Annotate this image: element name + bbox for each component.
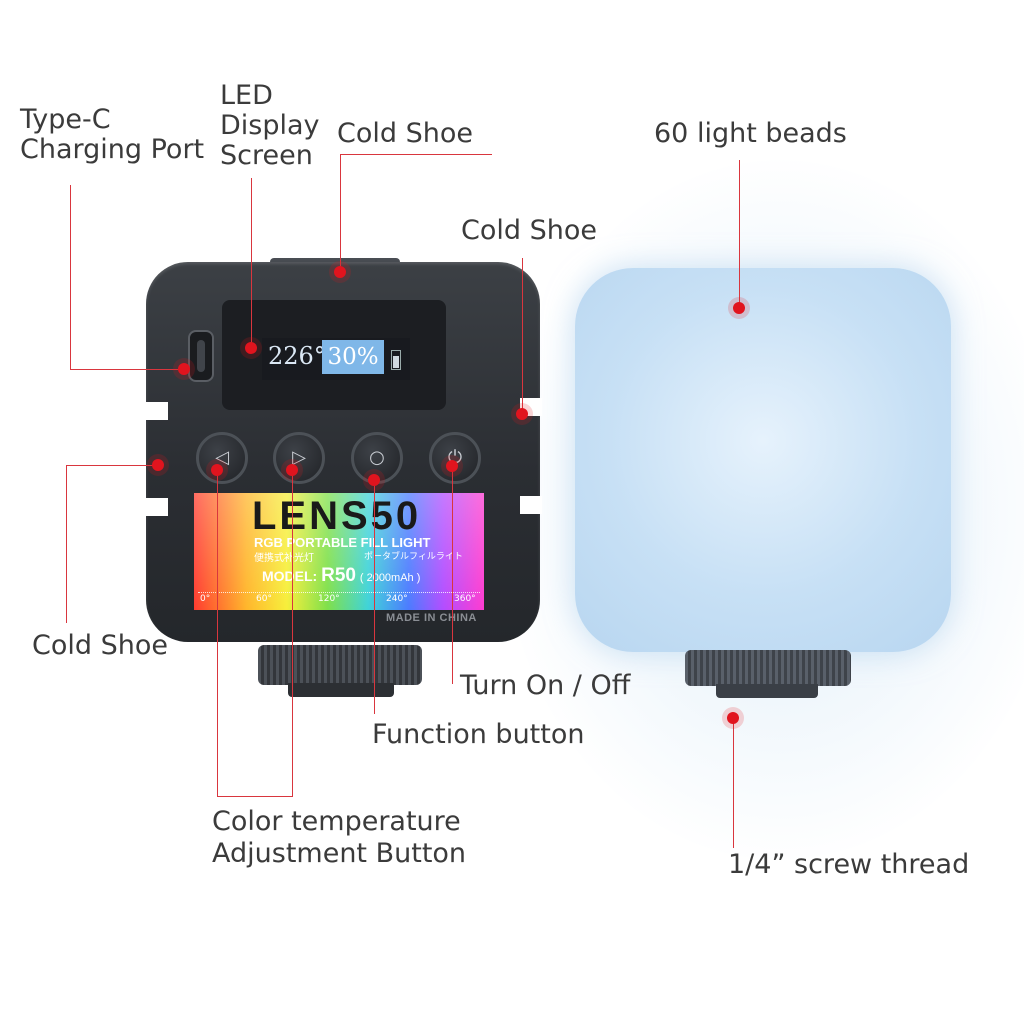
- model-capacity: ( 2000mAh ): [359, 572, 421, 584]
- light-panel: [575, 268, 951, 652]
- callout-line: Type-C: [20, 104, 111, 135]
- leader-line: [70, 185, 71, 369]
- marker-dot: [446, 460, 458, 472]
- made-in-label: MADE IN CHINA: [386, 612, 477, 624]
- model-line: MODEL: R50 ( 2000mAh ): [262, 565, 420, 587]
- side-notch-left: [146, 402, 168, 420]
- side-notch-right-2: [520, 496, 542, 514]
- screw-mount-right: [685, 650, 851, 686]
- marker-dot: [727, 712, 739, 724]
- model-prefix: MODEL:: [262, 568, 318, 584]
- leader-line: [733, 720, 734, 848]
- marker-dot: [334, 266, 346, 278]
- leader-line: [522, 258, 523, 414]
- leader-line: [340, 154, 492, 155]
- callout-line: Charging Port: [20, 134, 205, 165]
- right-button[interactable]: ▷: [273, 432, 325, 484]
- screw-mount-left: [258, 645, 422, 685]
- callout-line: Color temperature: [212, 806, 461, 837]
- label-plate: [194, 493, 484, 610]
- circle-icon: ○: [369, 447, 385, 468]
- leader-line: [251, 178, 252, 348]
- label-japanese: ポータブルフィルライト: [364, 552, 463, 562]
- marker-dot: [733, 302, 745, 314]
- callout-color-temp: Color temperature Adjustment Button: [212, 806, 466, 870]
- label-chinese: 便携式补光灯: [254, 553, 314, 564]
- triangle-left-icon: ◁: [215, 447, 229, 468]
- screw-mount-right-base: [716, 684, 818, 698]
- callout-led-display: LED Display Screen: [220, 81, 320, 171]
- usb-c-port: [188, 330, 214, 382]
- leader-line: [217, 470, 218, 796]
- scale-tick: 60°: [256, 594, 272, 604]
- marker-dot: [178, 363, 190, 375]
- callout-turn-on-off: Turn On / Off: [460, 670, 631, 701]
- label-subtitle: RGB PORTABLE FILL LIGHT: [254, 535, 431, 550]
- callout-function-button: Function button: [372, 719, 585, 750]
- lcd-brightness: 30%: [322, 340, 384, 374]
- callout-line: Display: [220, 110, 320, 141]
- triangle-right-icon: ▷: [292, 447, 306, 468]
- callout-screw-thread: 1/4” screw thread: [728, 849, 970, 880]
- leader-line: [70, 369, 184, 370]
- callout-line: LED: [220, 80, 273, 111]
- marker-dot: [286, 464, 298, 476]
- power-button[interactable]: ⏻: [429, 432, 481, 484]
- marker-dot: [368, 474, 380, 486]
- leader-line: [374, 480, 375, 714]
- leader-line: [292, 470, 293, 796]
- left-button[interactable]: ◁: [196, 432, 248, 484]
- leader-line: [340, 154, 341, 272]
- callout-line: Screen: [220, 140, 313, 171]
- leader-line: [66, 465, 67, 623]
- leader-line: [217, 796, 293, 797]
- marker-dot: [211, 464, 223, 476]
- scale-tick: 120°: [318, 594, 340, 604]
- scale-tick: 0°: [200, 594, 211, 604]
- battery-icon: [391, 350, 401, 370]
- marker-dot: [245, 342, 257, 354]
- callout-line: Adjustment Button: [212, 838, 467, 869]
- leader-line: [739, 160, 740, 308]
- callout-cold-shoe-left: Cold Shoe: [32, 630, 168, 661]
- leader-line: [452, 466, 453, 684]
- callout-cold-shoe-right: Cold Shoe: [461, 215, 597, 246]
- lcd-temperature: 226°: [268, 342, 326, 370]
- hue-scale: 0° 60° 120° 240° 360°: [198, 592, 480, 607]
- marker-dot: [152, 459, 164, 471]
- side-notch-left-2: [146, 498, 168, 516]
- callout-light-beads: 60 light beads: [654, 118, 847, 149]
- leader-line: [66, 465, 158, 466]
- marker-dot: [516, 408, 528, 420]
- brand-logo: LENS50: [252, 494, 422, 538]
- screw-mount-left-base: [288, 683, 394, 697]
- model-value: R50: [321, 565, 356, 586]
- scale-tick: 360°: [454, 594, 476, 604]
- callout-type-c: Type-C Charging Port: [20, 105, 204, 165]
- callout-cold-shoe-top: Cold Shoe: [337, 118, 473, 149]
- scale-tick: 240°: [386, 594, 408, 604]
